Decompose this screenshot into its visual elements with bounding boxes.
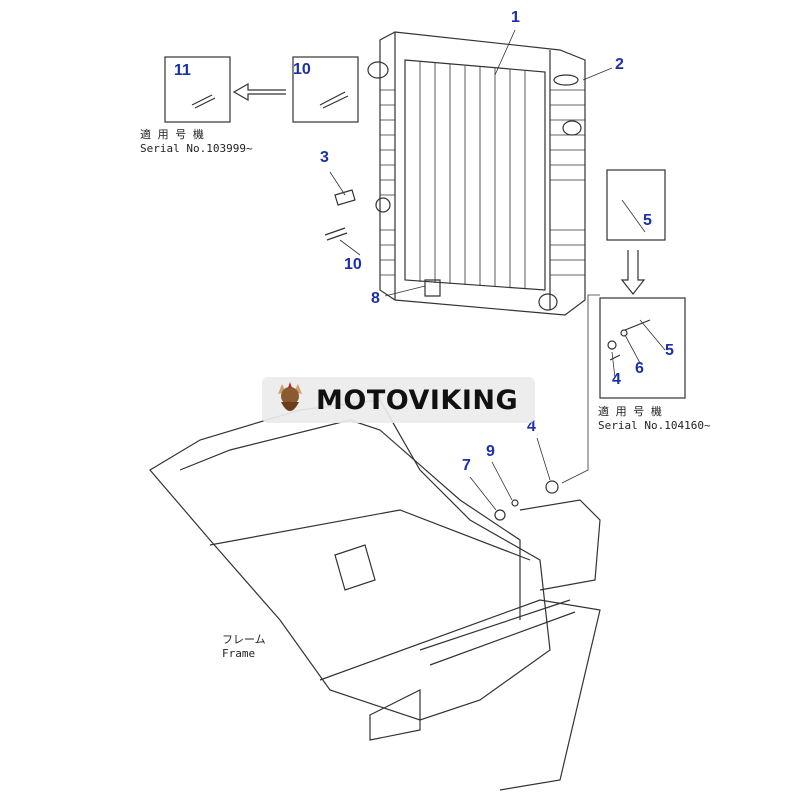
callout-2: 2 bbox=[615, 56, 624, 73]
callout-4-box: 4 bbox=[612, 371, 621, 388]
serial-note-left: 適 用 号 機 Serial No.103999~ bbox=[140, 128, 253, 156]
serial-right: Serial No.104160~ bbox=[598, 419, 711, 432]
radiator-drawing bbox=[367, 31, 586, 316]
callout-5-box: 5 bbox=[665, 342, 674, 359]
detail-box-456 bbox=[599, 297, 686, 399]
callout-6: 6 bbox=[635, 360, 644, 377]
watermark-logo: MOTOVIKING bbox=[262, 377, 535, 423]
callout-7: 7 bbox=[462, 457, 471, 474]
detail-box-10 bbox=[292, 56, 359, 123]
detail-box-5 bbox=[606, 169, 666, 241]
frame-drawing bbox=[149, 399, 601, 791]
serial-right-jp: 適 用 号 機 bbox=[598, 405, 662, 418]
callout-11: 11 bbox=[174, 62, 191, 79]
callout-4: 4 bbox=[527, 418, 536, 435]
frame-en: Frame bbox=[222, 647, 256, 660]
frame-label: フレーム Frame bbox=[222, 633, 266, 661]
serial-note-right: 適 用 号 機 Serial No.104160~ bbox=[598, 405, 711, 433]
callout-10-box: 10 bbox=[293, 61, 311, 78]
watermark-text: MOTOVIKING bbox=[316, 384, 519, 416]
serial-left-jp: 適 用 号 機 bbox=[140, 128, 204, 141]
callout-3: 3 bbox=[320, 149, 329, 166]
callout-1: 1 bbox=[511, 9, 520, 26]
serial-left: Serial No.103999~ bbox=[140, 142, 253, 155]
callout-9: 9 bbox=[486, 443, 495, 460]
callout-5: 5 bbox=[643, 212, 652, 229]
arrow-down bbox=[620, 250, 646, 295]
arrow-left bbox=[232, 82, 286, 102]
viking-icon bbox=[278, 382, 302, 411]
callout-8: 8 bbox=[371, 290, 380, 307]
callout-10: 10 bbox=[344, 256, 362, 273]
detail-box-11 bbox=[164, 56, 231, 123]
frame-jp: フレーム bbox=[222, 633, 266, 646]
